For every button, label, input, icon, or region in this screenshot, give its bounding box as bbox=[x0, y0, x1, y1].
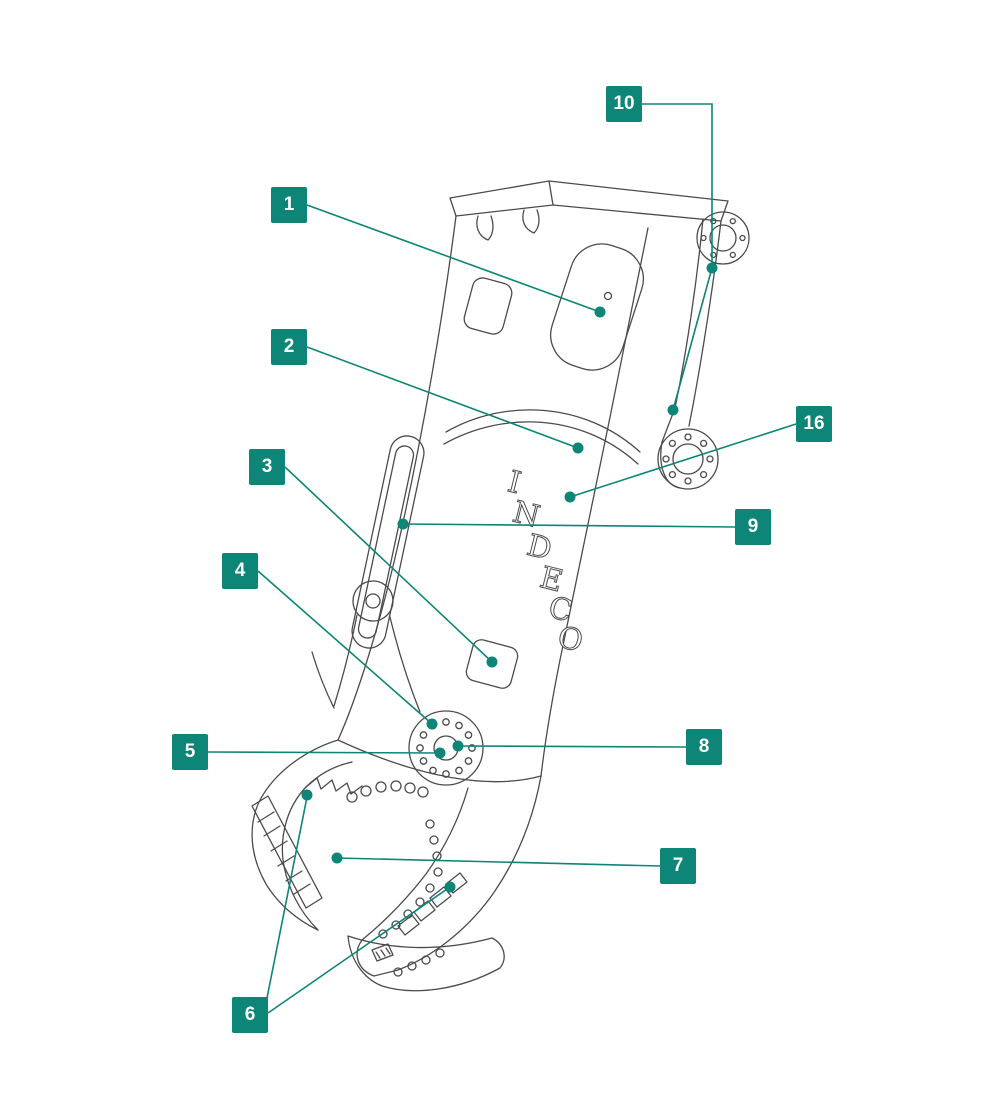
frame-hole-arc bbox=[346, 780, 429, 803]
callout-badge-2: 2 bbox=[271, 329, 307, 365]
pivot-flange bbox=[408, 710, 484, 786]
bottom-guard bbox=[347, 935, 505, 992]
leader-line-1 bbox=[306, 204, 601, 313]
callout-dots bbox=[301, 262, 718, 893]
leader-line-16 bbox=[569, 423, 797, 498]
left-jaw bbox=[251, 739, 363, 931]
leader-line-6a bbox=[264, 796, 308, 1009]
long-slot bbox=[351, 435, 425, 649]
callout-badge-1: 1 bbox=[271, 187, 307, 223]
leader-lines bbox=[207, 103, 797, 1014]
callout-dot-3 bbox=[486, 656, 498, 668]
callout-dot-6a bbox=[301, 789, 313, 801]
callout-dot-8 bbox=[452, 740, 464, 752]
callout-badge-6: 6 bbox=[232, 997, 268, 1033]
callout-badge-8: 8 bbox=[686, 729, 722, 765]
callout-dot-10b bbox=[667, 404, 679, 416]
callout-badge-9: 9 bbox=[735, 509, 771, 545]
callout-dot-4 bbox=[426, 718, 438, 730]
leader-line-8 bbox=[457, 745, 687, 748]
leader-line-9 bbox=[402, 523, 736, 528]
callout-badge-4: 4 bbox=[222, 553, 258, 589]
callout-dot-7 bbox=[331, 852, 343, 864]
callout-dot-10a bbox=[706, 262, 718, 274]
leader-line-10 bbox=[642, 103, 713, 411]
callout-dot-9 bbox=[397, 518, 409, 530]
leader-line-7 bbox=[336, 857, 661, 867]
leader-line-4 bbox=[257, 570, 433, 725]
lower-access-plate bbox=[465, 639, 519, 689]
callout-badge-7: 7 bbox=[660, 848, 696, 884]
body-outline bbox=[337, 215, 649, 783]
callout-dot-16 bbox=[564, 491, 576, 503]
leader-line-5 bbox=[207, 751, 441, 754]
inspection-plate bbox=[550, 243, 644, 371]
callout-dot-6b bbox=[444, 881, 456, 893]
leader-line-6b bbox=[267, 886, 451, 1014]
upper-pin-boss bbox=[696, 211, 750, 265]
callout-badge-3: 3 bbox=[249, 449, 285, 485]
callout-dot-1 bbox=[594, 306, 606, 318]
callout-badge-10: 10 bbox=[606, 86, 642, 122]
top-cap-plate bbox=[449, 180, 729, 241]
indeco-logo: I N D E C O bbox=[504, 464, 587, 660]
leader-line-3 bbox=[284, 466, 493, 663]
callout-badge-5: 5 bbox=[172, 734, 208, 770]
callout-badge-16: 16 bbox=[796, 406, 832, 442]
leader-line-2 bbox=[306, 346, 579, 449]
callout-dot-5 bbox=[434, 747, 446, 759]
lower-pin-boss bbox=[657, 428, 719, 490]
callout-dot-2 bbox=[572, 442, 584, 454]
small-side-slot bbox=[463, 277, 513, 335]
link-boss bbox=[311, 580, 421, 713]
